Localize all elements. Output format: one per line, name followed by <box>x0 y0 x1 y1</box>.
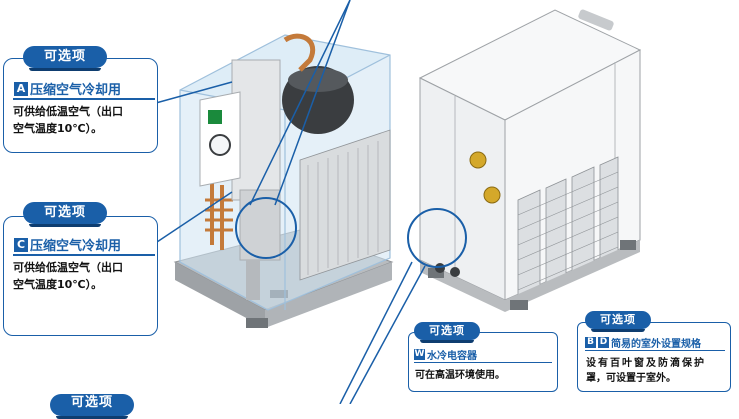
callout-desc-c-2: 空气温度10℃）。 <box>13 278 103 291</box>
callout-desc-w-1: 可在高温环境使用。 <box>415 370 505 381</box>
option-pill-bd: 可选项 <box>585 311 651 332</box>
badge-d: D <box>598 337 609 348</box>
callout-desc-c-1: 可供给低温空气（出口 <box>13 261 123 274</box>
callout-desc-a-1: 可供给低温空气（出口 <box>13 105 123 118</box>
product-illustration <box>144 0 642 404</box>
callout-underline-w <box>414 362 552 363</box>
badge-w: W <box>414 349 425 360</box>
callout-desc-bd-2: 罩，可设置于室外。 <box>586 373 676 384</box>
callout-title-bd: B D 简易的室外设置规格 <box>585 335 701 350</box>
callout-underline-c <box>13 254 155 256</box>
callout-title-a: A 压缩空气冷却用 <box>14 79 121 98</box>
callout-title-text-bd: 简易的室外设置规格 <box>611 339 701 350</box>
leader-lines-left <box>144 0 351 251</box>
callout-title-text-w: 水冷电容器 <box>427 351 477 362</box>
leader-lines-right <box>339 261 426 404</box>
callout-underline-a <box>13 98 155 100</box>
callout-title-c: C 压缩空气冷却用 <box>14 235 121 254</box>
callout-title-w: W 水冷电容器 <box>414 347 477 362</box>
option-pill-c: 可选项 <box>23 202 107 227</box>
transparent-dryer-unit <box>173 33 394 328</box>
option-pill-a: 可选项 <box>23 46 107 71</box>
callout-card-bd <box>577 322 731 392</box>
callout-desc-bd-1: 设有百叶窗及防滴保护 <box>586 358 706 369</box>
callout-card-a <box>3 58 158 153</box>
callout-title-text-a: 压缩空气冷却用 <box>30 83 122 98</box>
badge-a: A <box>14 81 28 96</box>
badge-b: B <box>585 337 596 348</box>
callout-desc-a-2: 空气温度10℃）。 <box>13 122 103 135</box>
outdoor-dryer-unit <box>407 9 642 312</box>
callout-title-text-c: 压缩空气冷却用 <box>30 239 122 254</box>
option-pill-bottom: 可选项 <box>50 394 134 419</box>
option-pill-w: 可选项 <box>414 322 480 343</box>
callout-underline-bd <box>585 350 725 351</box>
badge-c: C <box>14 237 28 252</box>
